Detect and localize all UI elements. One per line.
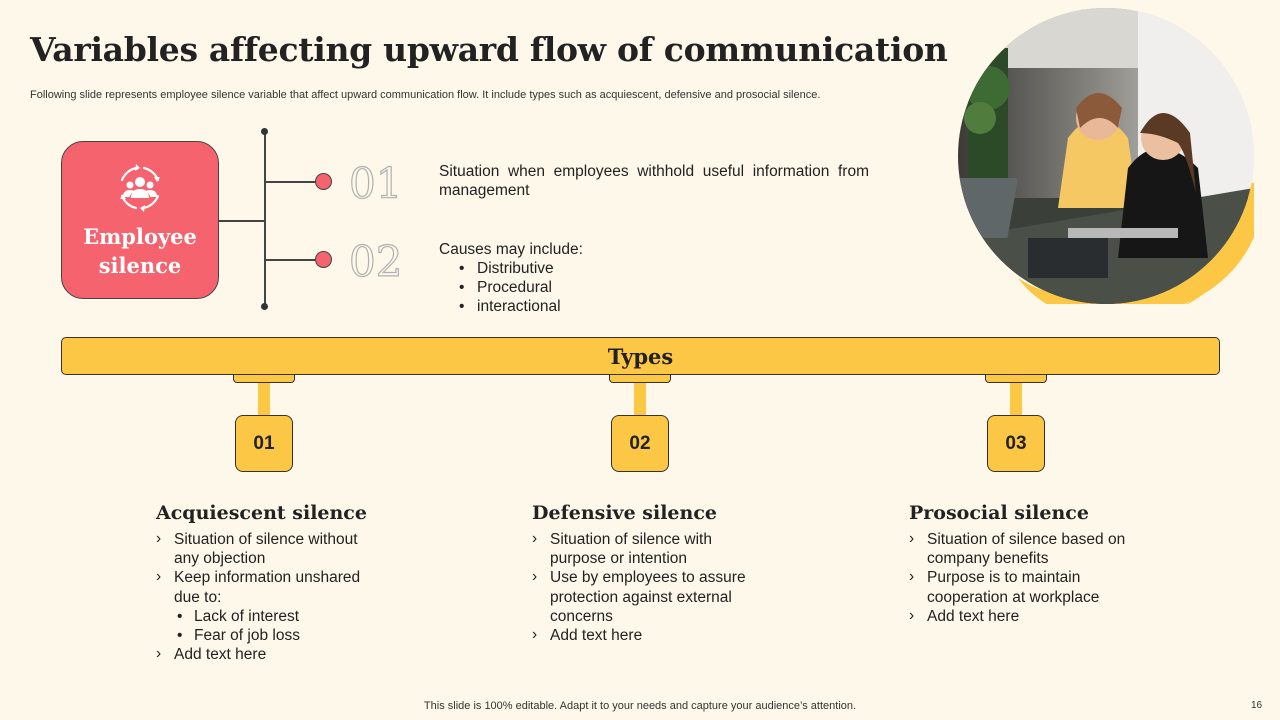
type-list-03: Situation of silence based on company be… [909, 529, 1129, 626]
list-item: Keep information unshared due to: Lack o… [156, 567, 381, 645]
list-item: Fear of job loss [174, 626, 381, 645]
types-tab-02 [609, 375, 671, 383]
types-tab-03 [985, 375, 1047, 383]
type-title-01: Acquiescent silence [156, 502, 367, 524]
types-stem-02 [634, 383, 646, 416]
list-item: Add text here [156, 644, 381, 664]
type-column-01: Acquiescent silence Situation of silence… [156, 502, 381, 664]
types-stem-03 [1010, 383, 1022, 416]
branch-dot-01 [315, 173, 332, 190]
type-02-item-02: Use by employees to assure protection ag… [550, 569, 746, 625]
page-number: 16 [1251, 700, 1263, 711]
type-title-02: Defensive silence [532, 502, 717, 524]
list-item: Purpose is to maintain cooperation at wo… [909, 567, 1129, 606]
list-item: Situation of silence without any objecti… [156, 529, 381, 568]
list-item: Add text here [909, 606, 1129, 626]
type-01-item-01: Situation of silence without any objecti… [174, 531, 358, 568]
type-column-02: Defensive silence Situation of silence w… [532, 502, 747, 645]
footer-note: This slide is 100% editable. Adapt it to… [423, 700, 857, 712]
list-item: Situation of silence based on company be… [909, 529, 1129, 568]
employee-silence-label: Employee silence [83, 222, 197, 280]
list-item: interactional [457, 297, 739, 316]
page-subtitle: Following slide represents employee sile… [30, 89, 821, 101]
office-photo [958, 8, 1254, 304]
branch-connector-01 [264, 181, 316, 183]
branch-connector-02 [264, 259, 316, 261]
type-02-item-03: Add text here [550, 627, 643, 645]
box-connector [219, 220, 265, 222]
type-03-item-02: Purpose is to maintain cooperation at wo… [927, 569, 1100, 606]
type-01-item-03: Add text here [174, 646, 267, 664]
type-list-02: Situation of silence with purpose or int… [532, 529, 747, 645]
point-01-text: Situation when employees withhold useful… [439, 163, 869, 199]
point-number-02: 02 [348, 237, 403, 286]
employee-label-line2: silence [98, 253, 182, 278]
list-item: Use by employees to assure protection ag… [532, 567, 747, 626]
point-text-01: Situation when employees withhold useful… [439, 162, 869, 200]
type-title-03: Prosocial silence [909, 502, 1089, 524]
point-number-01: 01 [348, 159, 403, 208]
types-stem-01 [258, 383, 270, 416]
point-text-02: Causes may include: Distributive Procedu… [439, 240, 739, 316]
type-number-box-02: 02 [611, 415, 669, 472]
employee-label-line1: Employee [83, 224, 197, 249]
type-number-box-01: 01 [235, 415, 293, 472]
type-list-01: Situation of silence without any objecti… [156, 529, 381, 664]
point-02-text: Causes may include: [439, 241, 583, 258]
type-03-item-03: Add text here [927, 607, 1020, 625]
types-tab-01 [233, 375, 295, 383]
types-bar: Types [61, 337, 1220, 375]
type-column-03: Prosocial silence Situation of silence b… [909, 502, 1129, 626]
list-item: Lack of interest [174, 607, 381, 626]
type-01-item-02: Keep information unshared due to: [174, 569, 361, 606]
team-cycle-icon [120, 164, 160, 212]
branch-dot-02 [315, 251, 332, 268]
list-item: Distributive [457, 259, 739, 278]
spine-top-dot [261, 128, 268, 135]
spine-bottom-dot [261, 303, 268, 310]
type-03-item-01: Situation of silence based on company be… [927, 531, 1126, 568]
employee-silence-box: Employee silence [61, 141, 219, 299]
list-item: Situation of silence with purpose or int… [532, 529, 747, 568]
type-02-item-01: Situation of silence with purpose or int… [550, 531, 712, 568]
list-item: Add text here [532, 625, 747, 645]
type-number-box-03: 03 [987, 415, 1045, 472]
vertical-spine [264, 132, 266, 308]
list-item: Procedural [457, 278, 739, 297]
page-title: Variables affecting upward flow of commu… [30, 30, 948, 69]
